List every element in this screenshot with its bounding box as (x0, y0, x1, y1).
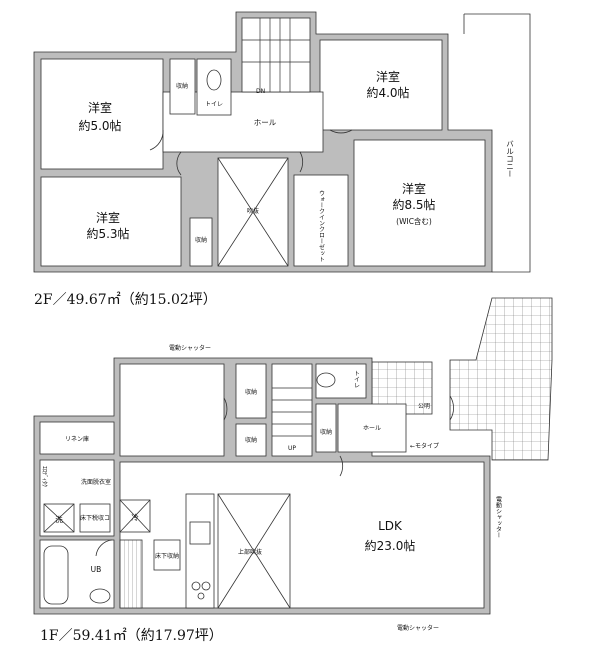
floor2-room-western-a (40, 58, 164, 170)
floor1-shelf (119, 539, 143, 609)
floor2-western-a-name: 洋室 (88, 100, 112, 115)
floor1-stair-treads (272, 387, 312, 437)
floor1-hall-label: ホール (363, 425, 381, 432)
floor1-bathtub (43, 545, 69, 605)
floor1-door-arc (339, 455, 344, 477)
floor1-bath-label: UB (91, 565, 102, 574)
floor2-western-b-name: 洋室 (96, 210, 120, 225)
floor1-fridge-cross (119, 499, 151, 533)
floor2-door-arc (299, 151, 304, 173)
floor2-door-arc (149, 129, 164, 151)
floor1-linen (39, 421, 115, 455)
floor2-storage-a-label: 収納 (176, 82, 188, 90)
floor2-area-summary: 2F／49.67㎡（約15.02坪） (34, 292, 217, 308)
floor1-storage-a (235, 363, 267, 419)
floor1-door-arc (95, 539, 113, 557)
floor1-bath-sink (89, 588, 111, 604)
floor1-area-summary: 1F／59.41㎡（約17.97坪） (40, 628, 223, 644)
floor2-room-western-b (40, 176, 182, 267)
floor2-plan: 洋室 約5.0帖 洋室 約5.3帖 洋室 約4.0帖 洋室 約8.5帖 (WIC… (33, 11, 531, 308)
floor1-toilet-bowl (316, 372, 336, 388)
floor1-ldk-size: 約23.0帖 (365, 538, 416, 553)
floor1-washer-side-label: ｴﾛﾃﾞｨﾀｸ (41, 466, 48, 487)
floor2-toilet-label: トイレ (205, 101, 223, 108)
floor2-room-western-d (353, 139, 486, 267)
floor2-storage-b (189, 217, 213, 267)
floor2-door-arc (329, 129, 353, 134)
floor1-underfloor-label: 床下税収コ (80, 514, 110, 522)
floor1-storage-c (315, 403, 337, 453)
floor1-stairs (271, 363, 313, 457)
floor1-shutter-bottom-label: 電動シャッター (397, 624, 439, 632)
floor1-upper-void-label: 上部吹抜 (238, 548, 262, 556)
floor1-toilet-label: トイレ (353, 370, 360, 388)
floor1-ldk (119, 461, 485, 609)
floor1-hall (337, 403, 407, 453)
floor1-storage-a-label: 収納 (245, 388, 257, 396)
floor1-underfloor-box (79, 503, 111, 533)
floor2-storage-b-label: 収納 (195, 236, 207, 244)
floor2-void-label: 吹抜 (247, 207, 259, 215)
floor2-western-d-name: 洋室 (402, 181, 426, 196)
floor1-kitchen-counter (185, 493, 215, 609)
floor2-western-c-size: 約4.0帖 (366, 85, 409, 100)
floor2-western-b-size: 約5.3帖 (86, 226, 129, 241)
floor1-shutter-right-label: 電動シャッター (495, 496, 502, 538)
floor1-door-arc (449, 395, 454, 421)
floor2-stair-treads (242, 18, 310, 92)
floor1-shutter-top-label: 電動シャッター (169, 344, 211, 352)
floor2-wic-label: ウォークインクローゼット (318, 190, 325, 262)
floor1-storage-b-label: 収納 (245, 436, 257, 444)
floor1-void-cross (217, 493, 291, 609)
floor1-plan: LDK 約23.0帖 上部吹抜 床下収納 洗面脱衣室 床下税収コ UB リネン庫… (33, 297, 553, 644)
floor2-balcony (463, 13, 531, 273)
floor1-stair-mark: UP (288, 445, 296, 452)
floor1-washroom-label: 洗面脱衣室 (81, 478, 111, 486)
floor2-western-c-name: 洋室 (376, 69, 400, 84)
floor2-hall-label: ホール (254, 118, 277, 127)
floor1-fridge-mark: 冷 (131, 512, 139, 522)
floor1-floor-storage-label: 床下収納 (155, 552, 179, 560)
floor2-western-d-size: 約8.5帖 (392, 197, 435, 212)
floor2-storage-a (169, 58, 196, 115)
floor1-monitor-label: ←モタイプ (410, 442, 439, 450)
floor2-wic (293, 174, 349, 267)
floor1-ldk-name: LDK (378, 519, 403, 533)
floor2-balcony-label: バルコニー (505, 140, 514, 178)
floor1-washer-cross (43, 503, 75, 533)
floor1-wash-mark: 洗 (55, 514, 63, 524)
floor1-storage-c-label: 収納 (320, 428, 332, 436)
floor2-door-arc (176, 151, 182, 176)
floor1-room-front (119, 363, 225, 457)
floor2-stair-mark: DN (256, 88, 265, 95)
floor2-western-d-note: (WIC含む) (396, 216, 432, 226)
floor1-storage-b (235, 423, 267, 457)
floor1-linen-label: リネン庫 (65, 435, 89, 443)
floor1-door-arc (223, 397, 228, 421)
floor1-floor-storage (153, 539, 181, 571)
floor2-stairs (241, 17, 311, 93)
floor1-sink (189, 521, 211, 545)
floor1-stove (191, 581, 211, 600)
floor2-western-a-size: 約5.0帖 (78, 118, 121, 133)
floor2-void-cross (217, 157, 289, 267)
floor2-toilet-bowl (206, 69, 222, 91)
floor2-room-western-c (319, 39, 443, 131)
floor1-entry-terrace (449, 297, 553, 461)
floor1-public-light-label: 公明 (418, 403, 430, 410)
